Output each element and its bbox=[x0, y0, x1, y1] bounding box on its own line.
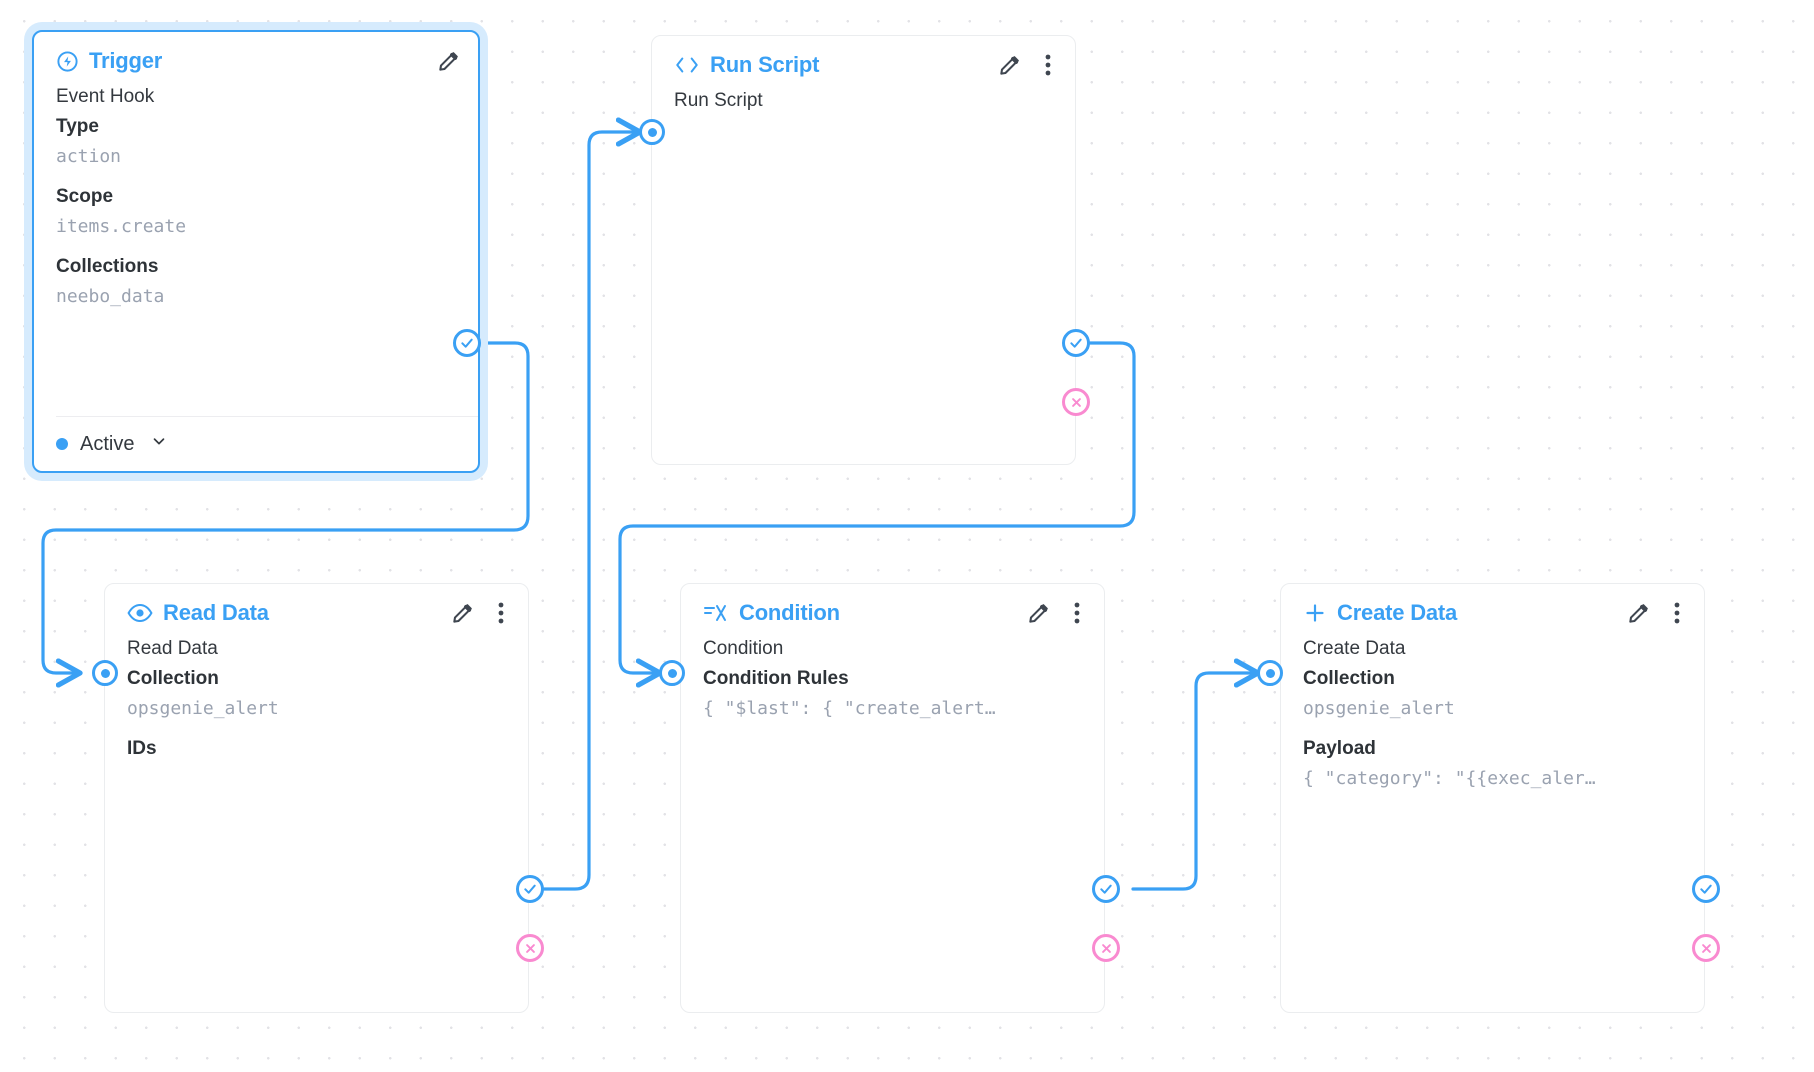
field-value-payload: { "category": "{{exec_aler… bbox=[1303, 768, 1596, 789]
field-value-type: action bbox=[56, 146, 122, 167]
node-read-data-body: Read Data Collection opsgenie_alert IDs bbox=[105, 620, 528, 764]
trigger-bolt-icon bbox=[56, 50, 79, 73]
node-trigger-header: Trigger bbox=[34, 32, 478, 72]
node-read-data[interactable]: Read Data Read Data Collection o bbox=[104, 583, 529, 1013]
node-trigger[interactable]: Trigger Event Hook Type action Scope ite… bbox=[32, 30, 480, 473]
chevron-down-icon[interactable] bbox=[150, 432, 168, 456]
field-label-ids: IDs bbox=[127, 738, 157, 759]
node-create-data-body: Create Data Collection opsgenie_alert Pa… bbox=[1281, 620, 1704, 794]
handle-reject-create-data[interactable] bbox=[1692, 934, 1720, 962]
handle-input-condition[interactable] bbox=[659, 660, 685, 686]
trigger-status-toggle[interactable]: Active bbox=[34, 417, 478, 471]
more-vertical-icon[interactable] bbox=[1066, 600, 1088, 626]
plus-icon bbox=[1303, 601, 1327, 625]
field-value-collection: opsgenie_alert bbox=[127, 698, 279, 719]
handle-reject-read-data[interactable] bbox=[516, 934, 544, 962]
node-trigger-body: Event Hook Type action Scope items.creat… bbox=[34, 68, 478, 312]
node-run-script[interactable]: Run Script Run Script bbox=[651, 35, 1076, 465]
status-dot-icon bbox=[56, 438, 68, 450]
handle-success-create-data[interactable] bbox=[1692, 875, 1720, 903]
handle-success-read-data[interactable] bbox=[516, 875, 544, 903]
node-read-data-actions bbox=[450, 600, 512, 626]
node-create-data-subtitle: Create Data bbox=[1303, 638, 1406, 659]
trigger-status-label: Active bbox=[80, 432, 135, 455]
field-label-collection: Collection bbox=[1303, 668, 1395, 689]
field-label-type: Type bbox=[56, 116, 99, 137]
node-condition-header: Condition bbox=[681, 584, 1104, 624]
node-create-data-title-group: Create Data bbox=[1303, 601, 1457, 625]
node-create-data-actions bbox=[1626, 600, 1688, 626]
node-read-data-title-group: Read Data bbox=[127, 602, 269, 624]
node-condition-title: Condition bbox=[739, 600, 840, 625]
pencil-icon[interactable] bbox=[436, 48, 462, 74]
field-value-scope: items.create bbox=[56, 216, 187, 237]
pencil-icon[interactable] bbox=[997, 52, 1023, 78]
node-read-data-subtitle: Read Data bbox=[127, 638, 218, 659]
field-label-payload: Payload bbox=[1303, 738, 1376, 759]
code-brackets-icon bbox=[674, 54, 700, 76]
handle-reject-run-script[interactable] bbox=[1062, 388, 1090, 416]
field-label-condition-rules: Condition Rules bbox=[703, 668, 849, 689]
node-trigger-subtitle: Event Hook bbox=[56, 86, 155, 107]
node-condition-subtitle: Condition bbox=[703, 638, 784, 659]
more-vertical-icon[interactable] bbox=[490, 600, 512, 626]
more-vertical-icon[interactable] bbox=[1037, 52, 1059, 78]
pencil-icon[interactable] bbox=[1026, 600, 1052, 626]
handle-success-trigger[interactable] bbox=[453, 329, 481, 357]
node-create-data[interactable]: Create Data Create Data Collection bbox=[1280, 583, 1705, 1013]
field-label-collections: Collections bbox=[56, 256, 159, 277]
more-vertical-icon[interactable] bbox=[1666, 600, 1688, 626]
handle-input-create-data[interactable] bbox=[1257, 660, 1283, 686]
node-create-data-header: Create Data bbox=[1281, 584, 1704, 624]
handle-input-run-script[interactable] bbox=[639, 119, 665, 145]
field-label-scope: Scope bbox=[56, 186, 114, 207]
node-trigger-actions bbox=[436, 48, 462, 74]
field-value-collections: neebo_data bbox=[56, 286, 165, 307]
node-condition-actions bbox=[1026, 600, 1088, 626]
node-run-script-body: Run Script bbox=[652, 72, 1075, 116]
field-value-collection: opsgenie_alert bbox=[1303, 698, 1455, 719]
node-run-script-subtitle: Run Script bbox=[674, 90, 763, 111]
node-trigger-title-group: Trigger bbox=[56, 50, 162, 73]
handle-input-read-data[interactable] bbox=[92, 660, 118, 686]
eye-icon bbox=[127, 603, 153, 623]
field-value-condition-rules: { "$last": { "create_alert… bbox=[703, 698, 996, 719]
node-condition-body: Condition Condition Rules { "$last": { "… bbox=[681, 620, 1104, 724]
handle-success-run-script[interactable] bbox=[1062, 329, 1090, 357]
condition-filter-icon bbox=[703, 602, 729, 624]
node-read-data-title: Read Data bbox=[163, 600, 269, 625]
node-run-script-actions bbox=[997, 52, 1059, 78]
node-trigger-title: Trigger bbox=[89, 48, 163, 73]
node-run-script-title: Run Script bbox=[710, 52, 820, 77]
pencil-icon[interactable] bbox=[1626, 600, 1652, 626]
node-run-script-header: Run Script bbox=[652, 36, 1075, 76]
node-create-data-title: Create Data bbox=[1337, 600, 1458, 625]
node-condition[interactable]: Condition Condition Condition Rules bbox=[680, 583, 1105, 1013]
handle-success-condition[interactable] bbox=[1092, 875, 1120, 903]
node-condition-title-group: Condition bbox=[703, 602, 840, 624]
handle-reject-condition[interactable] bbox=[1092, 934, 1120, 962]
pencil-icon[interactable] bbox=[450, 600, 476, 626]
field-label-collection: Collection bbox=[127, 668, 219, 689]
node-read-data-header: Read Data bbox=[105, 584, 528, 624]
node-run-script-title-group: Run Script bbox=[674, 54, 819, 76]
